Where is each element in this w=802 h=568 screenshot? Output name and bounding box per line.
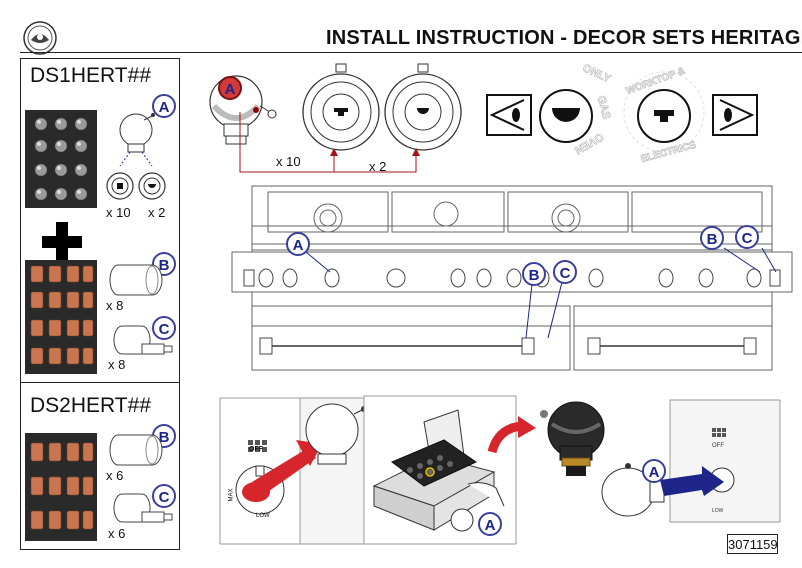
callout-a-set1: A xyxy=(152,94,176,118)
callout-b-range-left: B xyxy=(522,262,546,286)
svg-text:ONLY: ONLY xyxy=(581,62,613,86)
qty-part-c-set2: x 6 xyxy=(108,526,126,541)
kit-divider xyxy=(20,382,180,383)
callout-c-set1: C xyxy=(152,316,176,340)
step-knob-panel xyxy=(219,397,367,545)
knob-label-max: MAX xyxy=(228,488,235,502)
handle-end-cap-b xyxy=(109,264,163,296)
handle-tray-set1 xyxy=(25,260,97,374)
knob-label-off: OFF xyxy=(249,446,263,453)
page-title: INSTALL INSTRUCTION - DECOR SETS HERITAG… xyxy=(326,27,802,49)
callout-a-install: A xyxy=(642,459,666,483)
callout-c-set2: C xyxy=(152,484,176,508)
document-code: 3071159 xyxy=(727,534,778,554)
callout-a-box: A xyxy=(478,512,502,536)
qty-part-c-set1: x 8 xyxy=(108,357,126,372)
plus-sign xyxy=(42,222,82,262)
svg-text:OFF: OFF xyxy=(712,443,724,449)
callout-c-range-left: C xyxy=(553,260,577,284)
step-install-knob: OFF LOW xyxy=(601,399,781,523)
brand-logo xyxy=(23,21,57,55)
dial-marker-square-icon xyxy=(302,63,380,151)
knob-tray-set1 xyxy=(25,110,97,208)
dial-marker-half-moon-icon xyxy=(384,63,462,151)
svg-text:LOW: LOW xyxy=(712,508,724,514)
view-right-eye-icon xyxy=(712,94,758,136)
gas-oven-marker-icon xyxy=(539,89,593,143)
svg-text:GAS: GAS xyxy=(595,95,613,121)
svg-text:OVEN: OVEN xyxy=(572,130,605,156)
qty-part-b-set2: x 6 xyxy=(106,468,124,483)
kit-contents-panel xyxy=(20,58,180,550)
qty-part-b-set1: x 8 xyxy=(106,298,124,313)
callout-a-knob: A xyxy=(218,76,242,100)
handle-tray-set2 xyxy=(25,433,97,541)
step-remove-from-box xyxy=(363,395,517,545)
handle-end-cap-c-set2 xyxy=(113,493,173,523)
leader-lines xyxy=(239,112,420,173)
qty-dial-half-moon: x 2 xyxy=(369,159,387,174)
stamp-gas-oven-icon: ONLY GAS OVEN xyxy=(572,62,613,157)
qty-knob-type1: x 10 xyxy=(106,205,131,220)
knob-detail-set1 xyxy=(106,113,166,200)
knob-label-low: LOW xyxy=(256,513,270,519)
electric-marker-icon xyxy=(637,89,691,143)
curved-arrow-icon xyxy=(487,416,536,454)
header-rule xyxy=(20,52,802,53)
range-cooker-diagram xyxy=(231,185,793,371)
qty-dial-square: x 10 xyxy=(276,154,301,169)
set-name-ds1: DS1HERT## xyxy=(30,64,151,87)
qty-knob-type2: x 2 xyxy=(148,205,166,220)
callout-b-range-right: B xyxy=(700,226,724,250)
set-name-ds2: DS2HERT## xyxy=(30,394,151,417)
handle-end-cap-c xyxy=(113,325,173,355)
handle-end-cap-b-set2 xyxy=(109,434,163,466)
callout-a-range: A xyxy=(286,232,310,256)
view-left-eye-icon xyxy=(486,94,532,136)
callout-c-range-right: C xyxy=(735,225,759,249)
knob-underside xyxy=(540,401,605,476)
